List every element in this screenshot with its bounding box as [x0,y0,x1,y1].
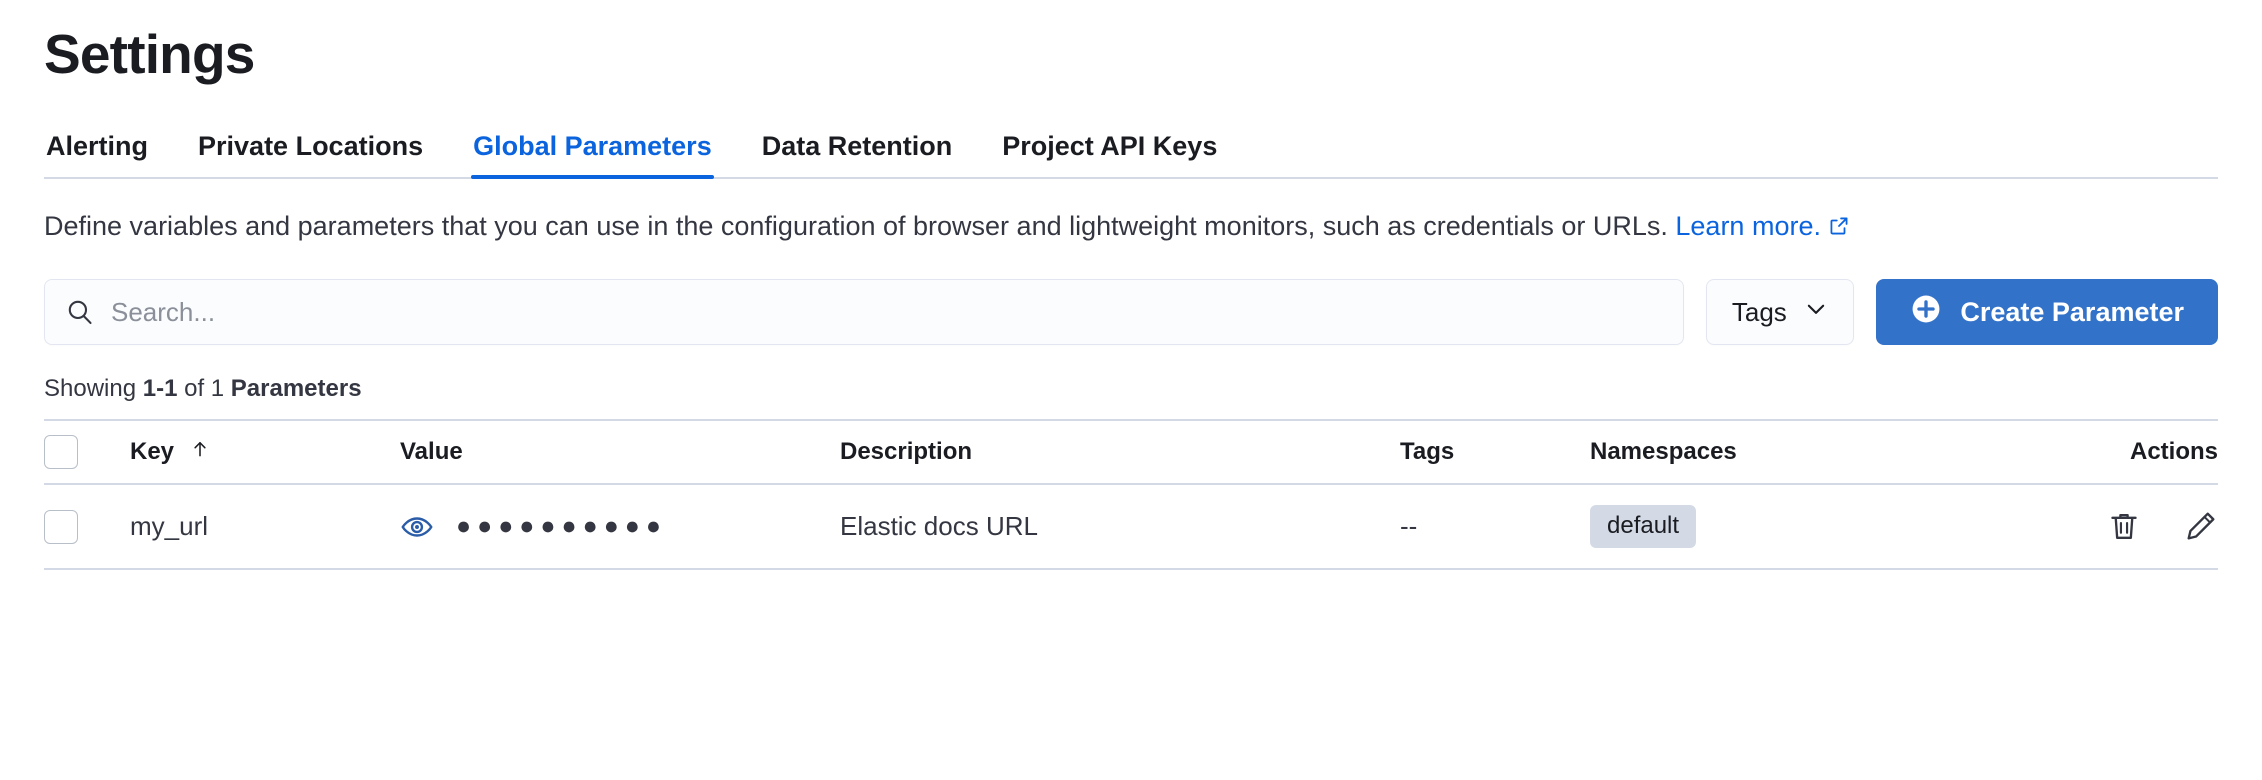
settings-page: Settings Alerting Private Locations Glob… [0,23,2262,571]
trash-icon[interactable] [2106,509,2142,545]
column-header-description: Description [840,419,1400,486]
learn-more-link[interactable]: Learn more. [1675,211,1850,241]
controls-row: Tags Create Parameter [44,279,2218,346]
results-middle: of 1 [177,375,231,403]
page-description: Define variables and parameters that you… [44,207,2218,249]
select-all-checkbox[interactable] [44,435,78,470]
settings-tabs: Alerting Private Locations Global Parame… [44,130,2218,180]
namespace-badge: default [1590,505,1697,549]
column-header-value: Value [400,419,840,486]
page-title: Settings [44,23,255,85]
column-header-key-label: Key [130,437,175,465]
column-header-key[interactable]: Key [130,419,400,486]
external-link-icon [1828,209,1850,249]
description-text: Define variables and parameters that you… [44,211,1668,242]
tags-dropdown[interactable]: Tags [1706,279,1855,346]
tab-global-parameters[interactable]: Global Parameters [471,131,714,180]
learn-more-label: Learn more. [1675,211,1821,242]
table-row: my_url ●●●●●●●●●● Elastic docs UR [44,484,2218,571]
results-count: Showing 1-1 of 1 Parameters [44,375,2218,403]
column-header-namespaces: Namespaces [1590,419,2020,486]
plus-circle-icon [1910,293,1942,332]
row-value-masked: ●●●●●●●●●● [456,512,668,541]
chevron-down-icon [1803,296,1829,329]
table-header-row: Key Value Description Tags Namespaces Ac… [44,419,2218,486]
row-select-cell [44,484,130,571]
tab-private-locations[interactable]: Private Locations [198,130,424,161]
pencil-icon[interactable] [2182,509,2218,545]
column-header-tags: Tags [1400,419,1590,486]
results-range: 1-1 [142,375,178,403]
row-tags: -- [1400,484,1590,571]
column-header-actions: Actions [2020,419,2218,486]
search-input[interactable] [111,296,1664,328]
row-key: my_url [130,484,400,571]
tab-alerting[interactable]: Alerting [46,130,149,161]
results-noun: Parameters [230,375,362,403]
row-actions-cell [2020,484,2218,571]
tab-project-api-keys[interactable]: Project API Keys [1002,130,1218,161]
results-prefix: Showing [44,375,143,403]
row-namespaces-cell: default [1590,484,2020,571]
row-checkbox[interactable] [44,509,78,544]
column-header-select [44,419,130,486]
row-value-cell: ●●●●●●●●●● [400,484,840,571]
tags-dropdown-label: Tags [1731,296,1787,327]
search-icon [65,297,95,327]
create-parameter-label: Create Parameter [1960,296,2184,327]
eye-icon[interactable] [400,510,434,544]
search-box[interactable] [44,279,1685,346]
arrow-up-icon [189,438,211,467]
create-parameter-button[interactable]: Create Parameter [1876,279,2218,346]
parameters-table: Key Value Description Tags Namespaces Ac… [44,419,2218,571]
tab-data-retention[interactable]: Data Retention [761,130,953,161]
row-description: Elastic docs URL [840,484,1400,571]
